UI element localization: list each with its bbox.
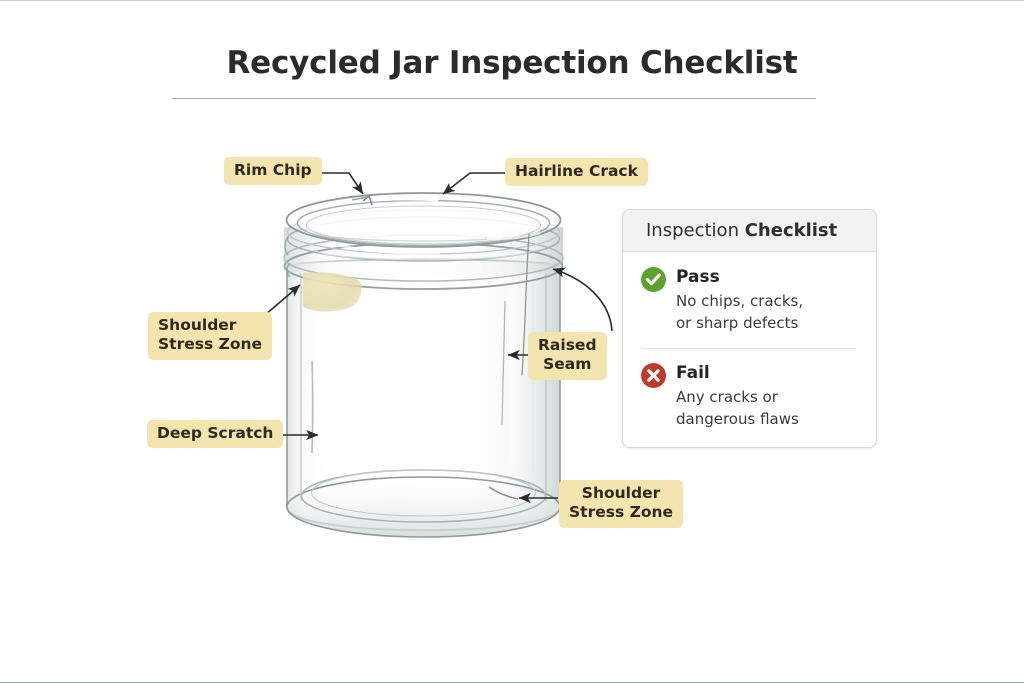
legend-pass-desc-line1: No chips, cracks, bbox=[676, 291, 804, 310]
callout-hairline-crack: Hairline Crack bbox=[505, 158, 648, 187]
page-title: Recycled Jar Inspection Checklist bbox=[226, 45, 798, 81]
x-circle-icon bbox=[641, 362, 666, 388]
callout-shoulder-bottom-line1: Shoulder bbox=[581, 484, 661, 502]
legend-fail-desc-line1: Any cracks or bbox=[676, 387, 778, 406]
callout-raised-seam: Raised Seam bbox=[528, 332, 607, 380]
callout-raised-seam-line1: Raised bbox=[538, 336, 597, 354]
callout-rim-chip-line1: Rim Chip bbox=[234, 161, 312, 179]
leader-hairline-crack bbox=[442, 172, 505, 195]
defect-deep-scratch bbox=[311, 360, 314, 454]
callout-shoulder-stress-zone-left: Shoulder Stress Zone bbox=[148, 312, 273, 360]
jar-neck-and-rim bbox=[283, 192, 564, 290]
legend-pass-desc-line2: or sharp defects bbox=[676, 314, 799, 333]
callout-shoulder-bottom-line2: Stress Zone bbox=[569, 503, 674, 522]
legend-header-word2: Checklist bbox=[744, 220, 838, 241]
check-circle-icon bbox=[641, 267, 666, 292]
legend-item-fail: Fail Any cracks or dangerous flaws bbox=[641, 362, 858, 431]
callout-raised-seam-line2: Seam bbox=[543, 355, 592, 374]
legend-fail-desc-line2: dangerous flaws bbox=[676, 410, 799, 429]
legend-header: Inspection Checklist bbox=[623, 210, 876, 252]
callout-rim-chip: Rim Chip bbox=[224, 157, 322, 186]
legend-header-word1: Inspection bbox=[646, 220, 739, 241]
defect-shoulder-stain bbox=[303, 272, 362, 312]
legend-pass-title: Pass bbox=[676, 267, 720, 287]
defect-hairline-crack bbox=[521, 233, 530, 376]
legend-item-pass: Pass No chips, cracks, or sharp defects bbox=[641, 266, 858, 335]
callout-deep-scratch-line1: Deep Scratch bbox=[157, 424, 274, 442]
defect-base-stress-crack bbox=[488, 486, 519, 500]
callout-hairline-crack-line1: Hairline Crack bbox=[515, 162, 638, 180]
callout-deep-scratch: Deep Scratch bbox=[147, 420, 284, 449]
legend-fail-title: Fail bbox=[676, 362, 710, 383]
leader-rim-chip bbox=[322, 172, 364, 195]
title-divider bbox=[172, 98, 816, 99]
inspection-checklist-panel: Inspection Checklist Pass No chips, crac… bbox=[622, 209, 877, 448]
callout-shoulder-stress-zone-bottom: Shoulder Stress Zone bbox=[559, 480, 684, 528]
legend-fail-text: Fail Any cracks or dangerous flaws bbox=[676, 362, 858, 431]
callout-shoulder-left-line2: Stress Zone bbox=[158, 335, 263, 354]
legend-divider bbox=[643, 347, 856, 349]
legend-body: Pass No chips, cracks, or sharp defects … bbox=[623, 252, 876, 447]
legend-pass-text: Pass No chips, cracks, or sharp defects bbox=[676, 266, 858, 335]
leader-raised-seam-neck bbox=[552, 267, 613, 332]
callout-shoulder-left-line1: Shoulder bbox=[158, 316, 237, 334]
defect-raised-seam bbox=[501, 300, 506, 426]
defect-rim-chip bbox=[351, 194, 373, 206]
